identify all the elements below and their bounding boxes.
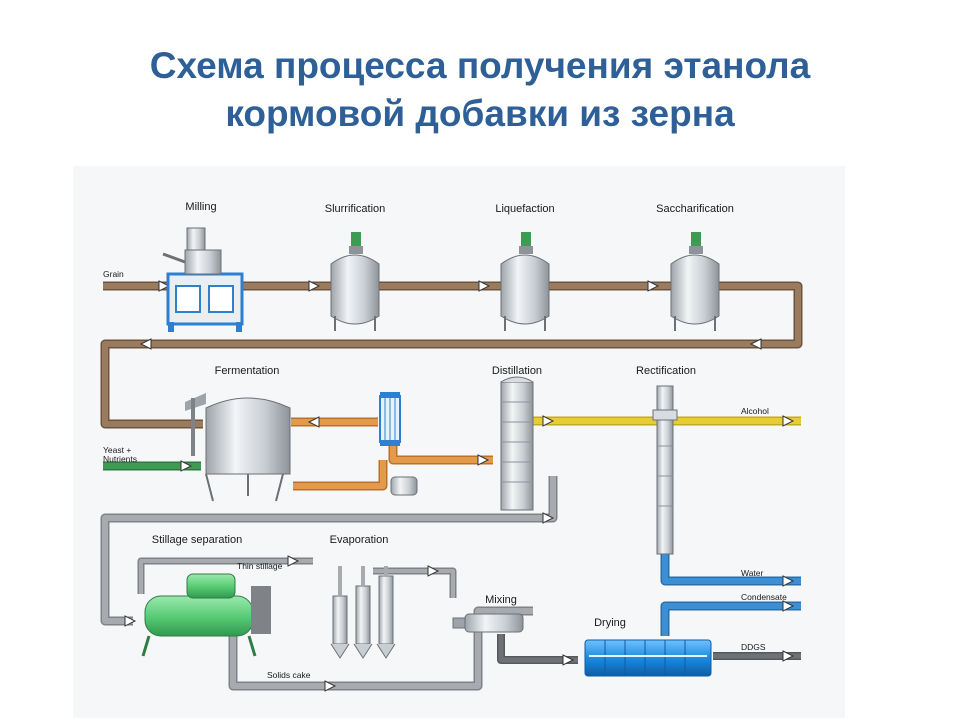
label-water: Water: [741, 568, 764, 578]
dryer-unit: [584, 639, 712, 677]
label-alcohol: Alcohol: [741, 406, 769, 416]
water-lines: [660, 552, 801, 636]
label-evaporation: Evaporation: [330, 534, 389, 546]
mill-equipment: [162, 227, 244, 332]
label-rectification: Rectification: [636, 365, 696, 377]
stream-labels: Grain Yeast + Nutrients Alcohol Water Co…: [103, 269, 787, 680]
saccharification-tank: [670, 232, 720, 331]
stillage-lines: [100, 476, 558, 691]
label-ddgs: DDGS: [741, 642, 766, 652]
label-solids-cake: Solids cake: [267, 670, 311, 680]
transfer-pump: [390, 476, 418, 496]
liquefaction-tank: [500, 232, 550, 331]
mixer-unit: [452, 613, 524, 633]
label-yeast-line1: Yeast +: [103, 445, 131, 455]
label-milling: Milling: [185, 201, 216, 213]
label-drying: Drying: [594, 617, 626, 629]
ddgs-lines: [497, 634, 801, 664]
page-title-line-1: Схема процесса получения этанола: [149, 45, 811, 86]
fermentation-tank: [185, 393, 291, 502]
label-slurrification: Slurrification: [325, 203, 386, 215]
flow-arrows: [124, 280, 795, 692]
label-yeast-line2: Nutrients: [103, 454, 137, 464]
distillation-column: [500, 376, 534, 511]
evaporator-units: [330, 566, 396, 659]
page-title: Схема процесса получения этанола кормово…: [0, 42, 960, 138]
slurrification-tank: [330, 232, 380, 331]
label-stillage-separation: Stillage separation: [152, 534, 243, 546]
rectification-column: [652, 385, 678, 555]
decanter-centrifuge: [141, 573, 271, 657]
label-grain: Grain: [103, 269, 124, 279]
page-title-line-2: кормовой добавки из зерна: [225, 93, 735, 134]
label-mixing: Mixing: [485, 594, 517, 606]
process-diagram: Milling Slurrification Liquefaction Sacc…: [73, 166, 845, 718]
stage-labels: Milling Slurrification Liquefaction Sacc…: [152, 201, 734, 629]
label-thin-stillage: Thin stillage: [237, 561, 283, 571]
label-fermentation: Fermentation: [215, 365, 280, 377]
label-saccharification: Saccharification: [656, 203, 734, 215]
orange-lines: [291, 417, 493, 491]
label-liquefaction: Liquefaction: [495, 203, 554, 215]
label-distillation: Distillation: [492, 365, 542, 377]
heat-exchanger: [379, 392, 401, 446]
label-condensate: Condensate: [741, 592, 787, 602]
